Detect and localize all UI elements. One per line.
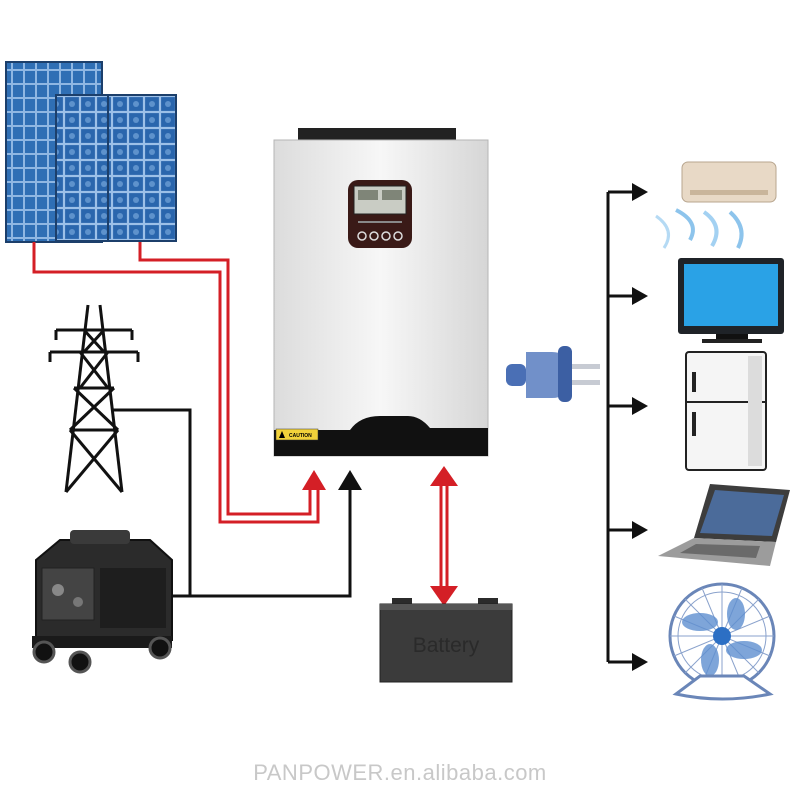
fridge-icon — [685, 351, 767, 471]
plug-icon — [506, 346, 600, 402]
arrow-down-battery — [430, 586, 458, 606]
ac-line-grid — [112, 408, 352, 598]
button-4[interactable] — [393, 231, 403, 241]
tv-icon — [678, 258, 784, 343]
fan-icon — [668, 582, 776, 701]
solar-panels-icon — [5, 61, 177, 243]
arrow-up-battery — [430, 466, 458, 486]
watermark: PANPOWER.en.alibaba.com — [253, 760, 547, 785]
button-2[interactable] — [369, 231, 379, 241]
button-1[interactable] — [357, 231, 367, 241]
battery-icon — [379, 598, 513, 683]
button-3[interactable] — [381, 231, 391, 241]
air-conditioner-icon — [655, 161, 777, 249]
inverter-icon: CAUTION — [273, 128, 489, 457]
arrow-up-grid — [338, 470, 362, 490]
arrow-up-solar — [302, 470, 326, 490]
caution-label: CAUTION — [289, 433, 312, 439]
battery-label: Battery — [413, 634, 480, 657]
bus-arrows — [632, 183, 648, 671]
power-tower-icon — [48, 304, 140, 493]
laptop-icon — [658, 484, 790, 566]
dc-line-solar — [32, 242, 320, 524]
generator-icon — [32, 530, 173, 674]
distribution-bus — [606, 190, 634, 664]
